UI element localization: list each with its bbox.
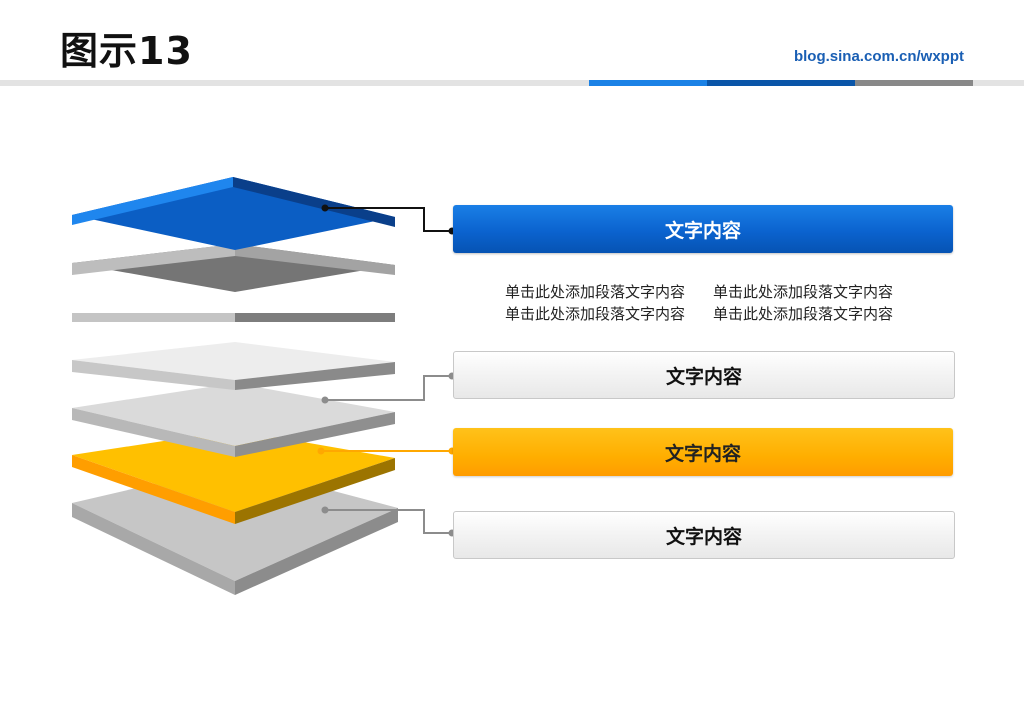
label-box-orange[interactable]: 文字内容 [453, 428, 953, 476]
layer-thin-strip [72, 313, 395, 322]
page-title: 图示13 [60, 29, 193, 73]
site-url[interactable]: blog.sina.com.cn/wxppt [793, 48, 964, 65]
header-rule [0, 80, 1024, 86]
paragraph-text: 单击此处添加段落文字内容 [505, 283, 686, 301]
layer-orange [72, 430, 395, 524]
paragraph-line-2[interactable]: 单击此处添加段落文字内容 单击此处添加段落文字内容 [505, 303, 921, 324]
layer-blue-top [72, 177, 395, 250]
label-box-gray-2[interactable]: 文字内容 [453, 511, 955, 559]
paragraph-line-1[interactable]: 单击此处添加段落文字内容 单击此处添加段落文字内容 [505, 281, 921, 302]
label-box-blue[interactable]: 文字内容 [453, 205, 953, 253]
layer-gray-1 [72, 342, 395, 390]
paragraph-text: 单击此处添加段落文字内容 [713, 283, 894, 301]
layer-gray-2 [72, 383, 395, 457]
label-box-gray-1[interactable]: 文字内容 [453, 351, 955, 399]
layer-dark-gray [72, 244, 395, 292]
paragraph-text: 单击此处添加段落文字内容 [505, 305, 686, 323]
paragraph-text: 单击此处添加段落文字内容 [713, 305, 894, 323]
